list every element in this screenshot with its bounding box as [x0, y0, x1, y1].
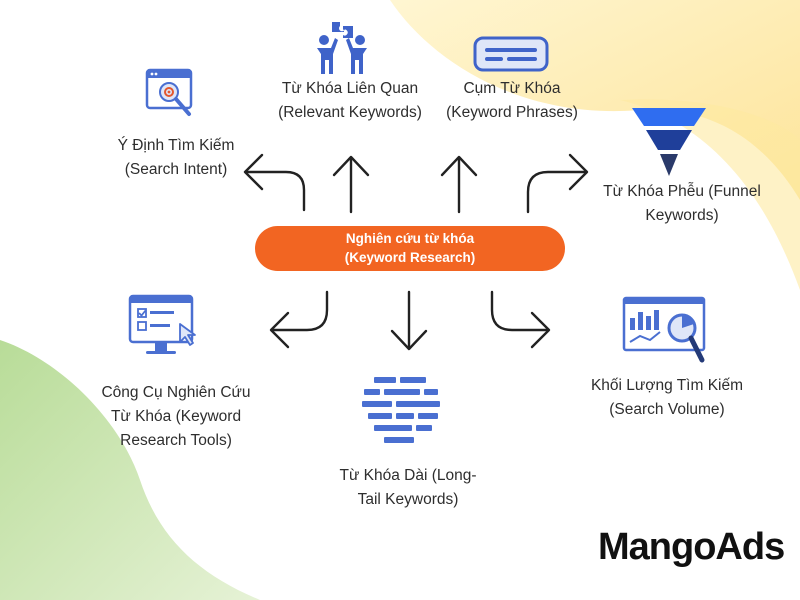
node-search-volume: Khối Lượng Tìm Kiếm (Search Volume)	[570, 374, 764, 422]
node-funnel-keywords-line1: Từ Khóa Phễu (Funnel	[603, 183, 761, 200]
node-relevant-keywords-line1: Từ Khóa Liên Quan	[281, 80, 419, 97]
arrow-search-volume	[490, 290, 550, 332]
node-search-volume-line2: (Search Volume)	[609, 401, 725, 418]
arrow-search-volume-head	[530, 311, 551, 349]
node-keyword-phrases-line2: (Keyword Phrases)	[446, 104, 578, 121]
arrow-research-tools-head	[269, 311, 290, 349]
node-long-tail-line1: Từ Khóa Dài (Long-	[339, 467, 477, 484]
node-search-volume-line1: Khối Lượng Tìm Kiếm	[590, 377, 744, 394]
monitor-checklist-icon	[128, 294, 196, 354]
text-lines-icon	[362, 377, 440, 443]
node-long-tail: Từ Khóa Dài (Long- Tail Keywords)	[320, 464, 496, 512]
arrow-funnel-keywords-head	[568, 153, 589, 191]
arrow-search-intent	[244, 170, 306, 212]
green-blob	[0, 340, 260, 600]
arrow-research-tools	[270, 290, 329, 332]
node-search-intent: Ý Định Tìm Kiếm (Search Intent)	[110, 134, 242, 182]
yellow-blob-lower	[620, 99, 800, 290]
text-box-icon	[473, 36, 549, 72]
search-intent-icon	[145, 68, 193, 116]
node-research-tools: Công Cụ Nghiên Cứu Từ Khóa (Keyword Rese…	[78, 381, 274, 453]
node-relevant-keywords-line2: (Relevant Keywords)	[278, 104, 422, 121]
arrow-search-intent-head	[243, 153, 264, 191]
center-node-line1: Nghiên cứu từ khóa	[345, 231, 475, 246]
mangoads-logo: MangoAds	[598, 526, 785, 568]
center-node-keyword-research: Nghiên cứu từ khóa (Keyword Research)	[255, 226, 565, 271]
funnel-icon	[632, 108, 706, 176]
analytics-magnifier-icon	[622, 296, 706, 363]
node-search-intent-line2: (Search Intent)	[124, 161, 228, 178]
node-research-tools-line2: Từ Khóa (Keyword	[110, 408, 242, 425]
arrow-keyword-phrases-head	[440, 155, 478, 177]
node-keyword-phrases: Cụm Từ Khóa (Keyword Phrases)	[437, 77, 587, 125]
center-node-line2: (Keyword Research)	[344, 250, 476, 265]
node-research-tools-line3: Research Tools)	[120, 432, 232, 449]
teamwork-puzzle-icon	[317, 22, 367, 74]
node-funnel-keywords: Từ Khóa Phễu (Funnel Keywords)	[588, 180, 776, 228]
arrow-long-tail-head	[390, 329, 428, 351]
node-keyword-phrases-line1: Cụm Từ Khóa	[463, 80, 561, 97]
node-funnel-keywords-line2: Keywords)	[645, 207, 719, 224]
node-research-tools-line1: Công Cụ Nghiên Cứu	[101, 384, 251, 401]
arrow-funnel-keywords	[526, 170, 588, 214]
arrow-relevant-keywords-head	[332, 155, 370, 177]
node-long-tail-line2: Tail Keywords)	[357, 491, 459, 508]
node-search-intent-line1: Ý Định Tìm Kiếm	[117, 137, 235, 154]
node-relevant-keywords: Từ Khóa Liên Quan (Relevant Keywords)	[262, 77, 438, 125]
